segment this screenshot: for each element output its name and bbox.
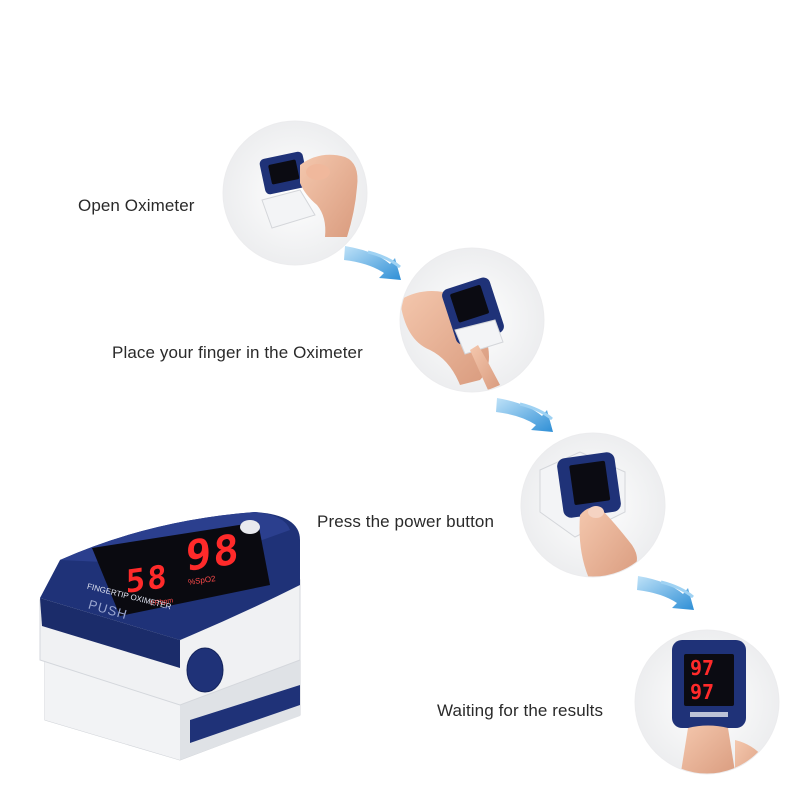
curved-arrow-icon bbox=[344, 246, 401, 280]
pulse-oximeter-device bbox=[39, 512, 301, 761]
step-label-press-power: Press the power button bbox=[317, 512, 495, 531]
step-photo-finger bbox=[399, 247, 545, 393]
curved-arrow-icon bbox=[496, 398, 553, 432]
step-label-place-finger: Place your finger in the Oximeter bbox=[112, 343, 363, 362]
step-label-open: Open Oximeter bbox=[78, 196, 195, 215]
step-photo-open bbox=[222, 120, 368, 266]
step-label-waiting-results: Waiting for the results bbox=[437, 701, 604, 720]
step-photo-results bbox=[634, 629, 780, 775]
curved-arrow-icon bbox=[637, 576, 694, 610]
step-photo-press bbox=[520, 432, 666, 578]
